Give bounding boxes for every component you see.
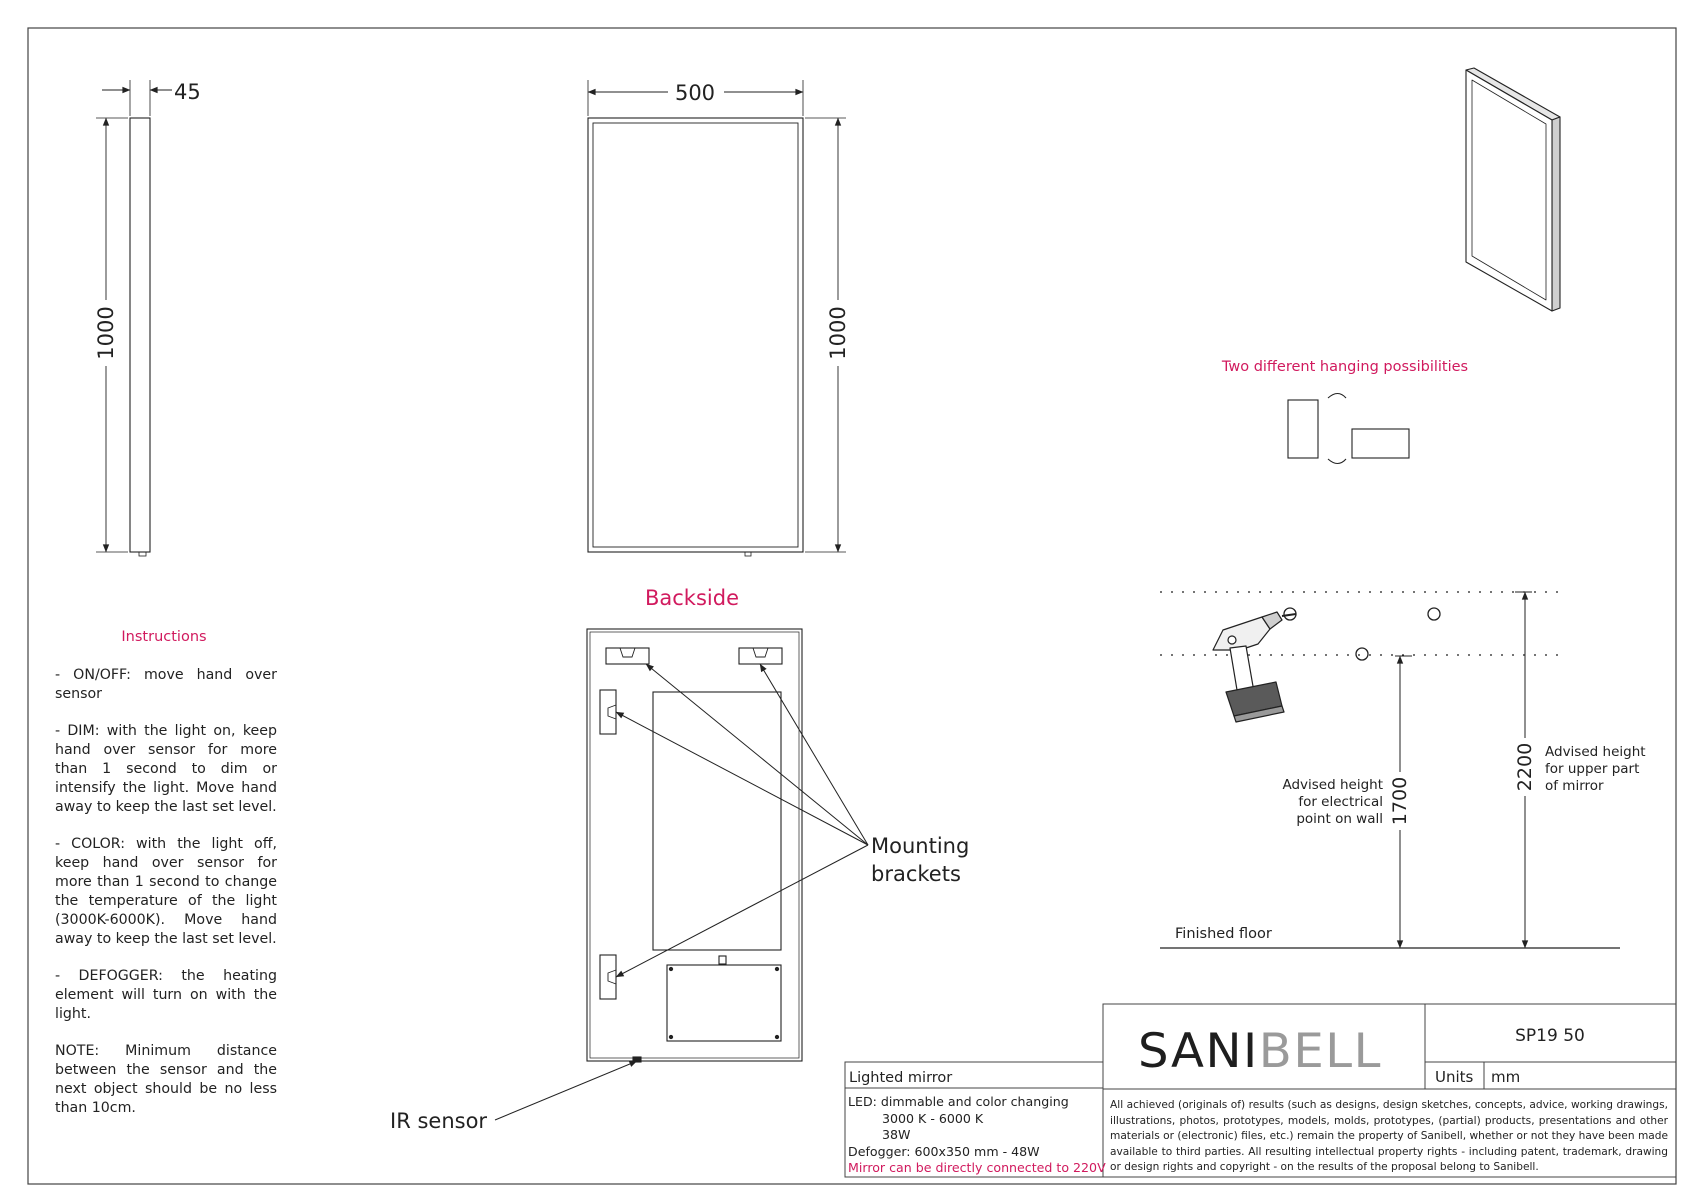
mirror-3d-view <box>1465 67 1561 312</box>
logo-light-part: BELL <box>1259 1024 1382 1079</box>
front-width-dim: 500 <box>675 81 715 105</box>
mounting-bracket <box>605 647 650 665</box>
mounting-label-line-2: brackets <box>871 862 961 886</box>
product-name: Lighted mirror <box>849 1070 952 1086</box>
upper-height-dim: 2200 <box>1514 743 1536 791</box>
side-height-dim: 1000 <box>94 306 118 359</box>
instruction-on-off: - ON/OFF: move hand over sensor <box>55 667 277 702</box>
desc-watt: 38W <box>882 1127 911 1142</box>
sheet-border <box>27 27 1677 1185</box>
installation-diagram <box>1160 591 1620 949</box>
electrical-label-line-1: Advised height <box>1282 777 1383 793</box>
electrical-height-dim: 1700 <box>1389 777 1411 825</box>
logo-dark-part: SANI <box>1138 1024 1259 1079</box>
backside-title: Backside <box>645 586 739 610</box>
hanging-caption: Two different hanging possibilities <box>1221 359 1468 375</box>
instruction-note: NOTE: Minimum distance between the senso… <box>55 1043 277 1116</box>
units-value: mm <box>1491 1068 1520 1086</box>
legal-notice: All achieved (originals of) results (suc… <box>1110 1099 1668 1173</box>
mounting-bracket <box>738 647 783 665</box>
backside-frame-outer <box>586 628 803 1062</box>
wall-point <box>1427 607 1441 621</box>
instruction-color: - COLOR: with the light off, keep hand o… <box>55 836 277 947</box>
desc-temp: 3000 K - 6000 K <box>882 1110 984 1126</box>
drill-icon <box>1212 611 1297 723</box>
upper-height-label: Advised height for upper part of mirror <box>1545 744 1646 794</box>
product-description: LED: dimmable and color changing 3000 K … <box>848 1094 1106 1177</box>
front-frame-outer <box>587 117 804 553</box>
electrical-label-line-3: point on wall <box>1296 811 1383 827</box>
side-profile <box>129 117 151 553</box>
electrical-label-line-2: for electrical <box>1298 794 1383 810</box>
mounting-bracket <box>599 689 617 735</box>
instructions-list: - ON/OFF: move hand over sensor - DIM: w… <box>55 666 277 1136</box>
backside-panel <box>652 691 782 951</box>
instruction-defogger: - DEFOGGER: the heating element will tur… <box>55 968 277 1022</box>
front-height-dim: 1000 <box>826 306 850 359</box>
side-width-dim: 45 <box>174 80 201 104</box>
mounting-bracket <box>599 954 617 1000</box>
instruction-dim: - DIM: with the light on, keep hand over… <box>55 723 277 815</box>
side-view <box>96 80 172 557</box>
instructions-title: Instructions <box>121 629 206 645</box>
desc-led: LED: dimmable and color changing <box>848 1094 1069 1109</box>
hanging-portrait <box>1287 399 1319 459</box>
title-block <box>844 1003 1677 1178</box>
ir-sensor-leader <box>494 1060 638 1121</box>
upper-label-line-3: of mirror <box>1545 778 1604 794</box>
upper-label-line-2: for upper part <box>1545 761 1639 777</box>
mounting-leaders <box>494 663 869 1121</box>
finished-floor-label: Finished floor <box>1175 926 1272 942</box>
defogger-box <box>666 964 782 1042</box>
front-frame-inner <box>592 122 799 548</box>
upper-label-line-1: Advised height <box>1545 744 1646 760</box>
desc-note: Mirror can be directly connected to 220V <box>848 1160 1106 1175</box>
units-label: Units <box>1435 1068 1474 1086</box>
wall-point <box>1355 647 1369 661</box>
ir-sensor-label: IR sensor <box>390 1109 487 1133</box>
backside-view <box>586 628 803 1063</box>
brand-logo: SANIBELL <box>1138 1024 1382 1079</box>
electrical-height-label: Advised height for electrical point on w… <box>1282 777 1383 827</box>
mounting-label-line-1: Mounting <box>871 834 969 858</box>
hanging-options-diagram <box>1287 392 1410 465</box>
product-code: SP19 50 <box>1515 1026 1585 1046</box>
front-view <box>587 80 846 557</box>
hanging-landscape <box>1351 428 1410 459</box>
desc-defogger: Defogger: 600x350 mm - 48W <box>848 1143 1040 1159</box>
backside-frame-inner <box>589 631 800 1059</box>
